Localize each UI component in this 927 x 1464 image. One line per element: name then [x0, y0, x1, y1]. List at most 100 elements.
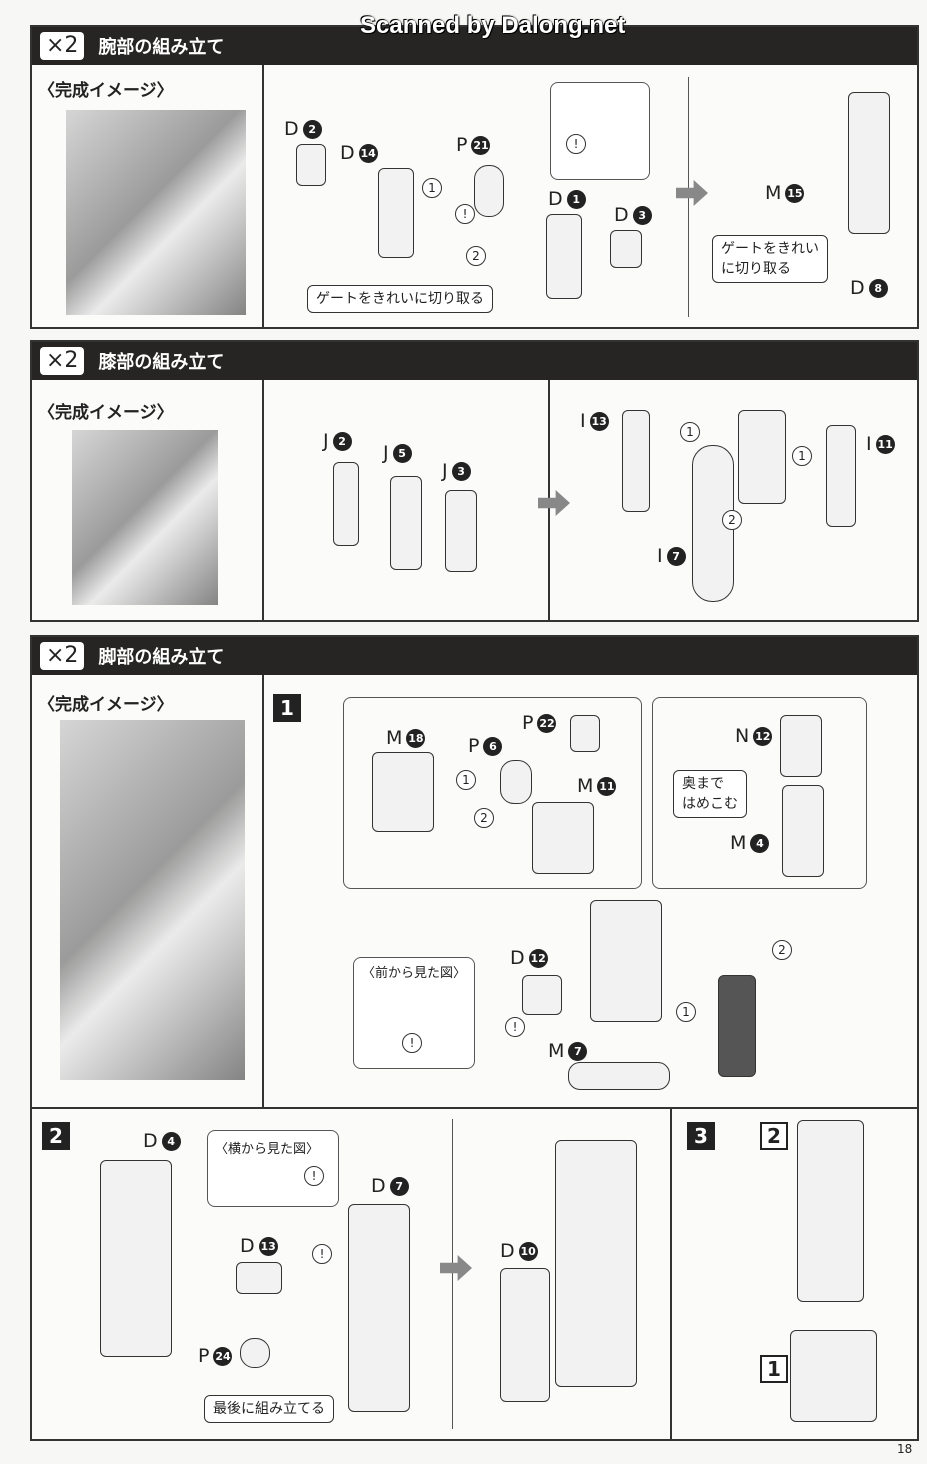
gate-trim-callout-2: ゲートをきれい に切り取る	[712, 235, 828, 283]
part-j5-drawing	[390, 476, 422, 570]
step-circle-2: 2	[772, 940, 792, 960]
divider	[452, 1119, 453, 1429]
knee-core-drawing	[738, 410, 786, 504]
step-circle-2: 2	[722, 510, 742, 530]
assembled-arm-drawing	[848, 92, 890, 234]
step-number: 3	[687, 1122, 715, 1150]
page-number: 18	[897, 1442, 913, 1456]
part-d10-drawing	[500, 1268, 550, 1402]
step-circle-1: 1	[680, 422, 700, 442]
completed-image-caption: 〈完成イメージ〉	[38, 81, 174, 101]
part-d3-drawing	[610, 230, 642, 268]
warning-icon: !	[566, 134, 586, 154]
completed-knee-photo	[72, 430, 218, 605]
detail-callout	[550, 82, 650, 180]
part-p21-drawing	[474, 165, 504, 217]
part-p6-drawing	[500, 760, 532, 804]
section-header: ×2 膝部の組み立て	[32, 342, 917, 380]
section-title: 腕部の組み立て	[98, 37, 225, 58]
section-title: 膝部の組み立て	[98, 352, 225, 373]
step-circle-1: 1	[422, 178, 442, 198]
part-d12-drawing	[522, 975, 562, 1015]
step-number: 1	[273, 694, 301, 722]
detail-panel	[343, 697, 642, 889]
warning-icon: !	[312, 1244, 332, 1264]
part-d14-drawing	[378, 168, 414, 258]
assemble-last-callout: 最後に組み立てる	[204, 1395, 334, 1423]
completed-arm-photo	[66, 110, 246, 315]
side-view-caption: 〈横から見た図〉	[215, 1142, 320, 1157]
sub-assembly-1-badge: 1	[760, 1355, 788, 1383]
step-circle-2: 2	[474, 808, 494, 828]
part-n12-drawing	[780, 715, 822, 777]
watermark: Scanned by Dalong.net	[360, 12, 626, 39]
part-d2-drawing	[296, 144, 326, 186]
part-d13-drawing	[236, 1262, 282, 1294]
part-m4-assembled-drawing	[718, 975, 756, 1077]
step-circle-1: 1	[456, 770, 476, 790]
warning-icon: !	[304, 1166, 324, 1186]
multiplier-badge: ×2	[40, 642, 85, 670]
part-m7-drawing	[568, 1062, 670, 1090]
part-d1-drawing	[546, 214, 582, 299]
upper-leg-drawing	[797, 1120, 864, 1302]
step-circle-1: 1	[676, 1002, 696, 1022]
gate-trim-callout: ゲートをきれいに切り取る	[307, 285, 493, 313]
multiplier-badge: ×2	[40, 347, 85, 375]
part-p24-drawing	[240, 1338, 270, 1368]
part-m4-drawing	[782, 785, 824, 877]
section-header: ×2 脚部の組み立て	[32, 637, 917, 675]
part-j3-drawing	[445, 490, 477, 572]
completed-image-caption: 〈完成イメージ〉	[38, 403, 174, 423]
push-in-callout: 奥まで はめこむ	[673, 770, 747, 818]
divider	[262, 380, 264, 620]
section-title: 脚部の組み立て	[98, 647, 225, 668]
completed-leg-photo	[60, 720, 245, 1080]
part-m11-drawing	[532, 802, 594, 874]
divider	[262, 65, 264, 327]
part-i13-drawing	[622, 410, 650, 512]
part-i11-drawing	[826, 425, 856, 527]
step-circle-2: 2	[466, 246, 486, 266]
part-m18-drawing	[372, 752, 434, 832]
divider	[262, 675, 264, 1107]
warning-icon: !	[402, 1033, 422, 1053]
multiplier-badge: ×2	[40, 32, 85, 60]
front-view-caption: 〈前から見た図〉	[362, 966, 467, 981]
part-p22-drawing	[570, 715, 600, 752]
part-d4-drawing	[100, 1160, 172, 1357]
step-circle-1: 1	[792, 446, 812, 466]
step-number: 2	[42, 1122, 70, 1150]
completed-image-caption: 〈完成イメージ〉	[38, 695, 174, 715]
warning-icon: !	[505, 1017, 525, 1037]
part-d7-drawing	[348, 1204, 410, 1412]
detail-panel	[652, 697, 867, 889]
leg-core-drawing	[590, 900, 662, 1022]
assembled-leg-drawing	[555, 1140, 637, 1387]
